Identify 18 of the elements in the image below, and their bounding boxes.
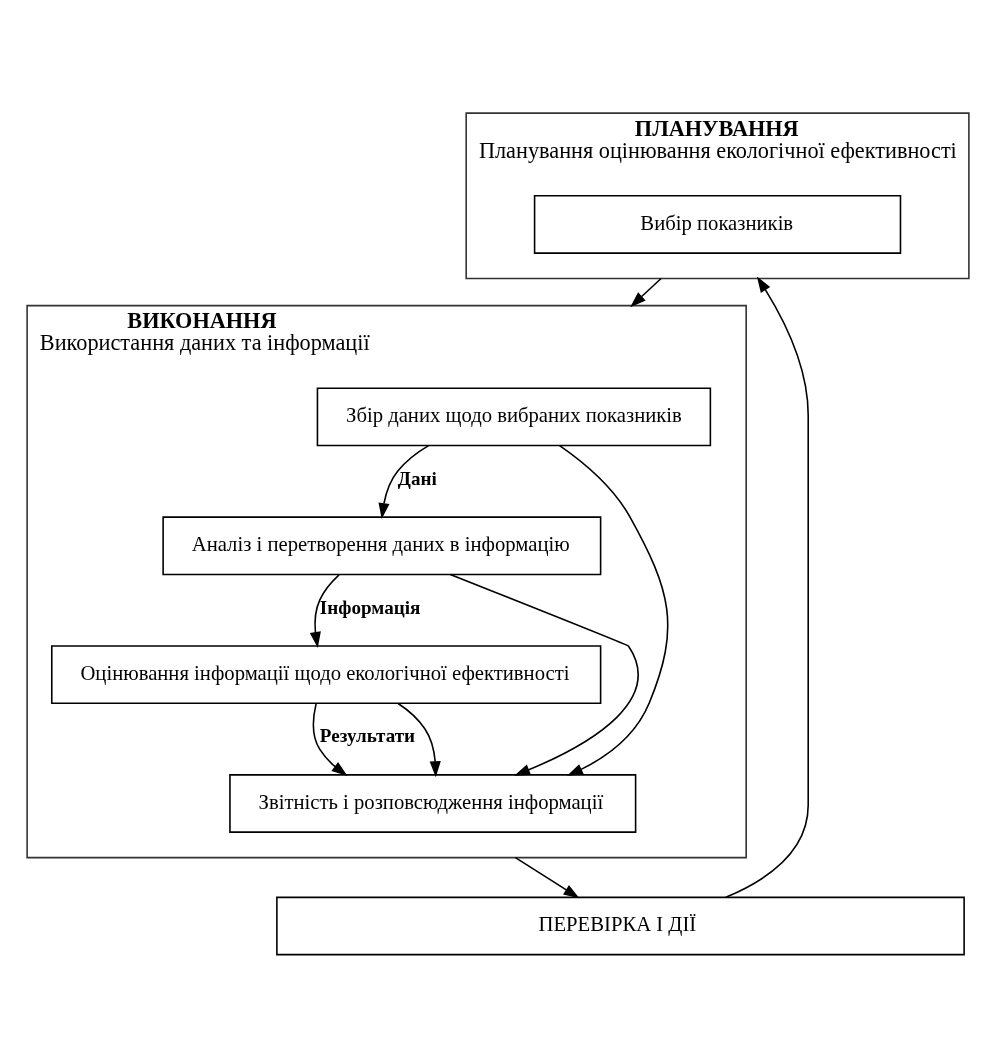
arrow xyxy=(449,573,639,776)
arrow xyxy=(630,277,662,307)
node-box: ПЕРЕВІРКА І ДІЇ xyxy=(276,896,965,955)
node-box: Вибір показників xyxy=(533,194,902,254)
node-box: Збір даних щодо вибраних показників xyxy=(316,387,712,446)
arrow xyxy=(397,702,441,777)
arrow xyxy=(309,573,340,648)
edge-label: Результати xyxy=(319,724,416,746)
edge-label: Інформація xyxy=(319,596,421,618)
arrow xyxy=(514,856,580,898)
node-box: Аналіз і перетворення даних в інформацію xyxy=(162,515,602,575)
edge-label: Дані xyxy=(397,467,437,489)
arrow xyxy=(558,444,669,776)
arrow xyxy=(312,702,348,776)
node-box: Звітність і розповсюдження інформації xyxy=(229,773,637,833)
arrow xyxy=(378,444,430,519)
node-box: Оцінювання інформації щодо екологічної ефективності xyxy=(50,644,602,704)
arrow xyxy=(725,276,809,898)
